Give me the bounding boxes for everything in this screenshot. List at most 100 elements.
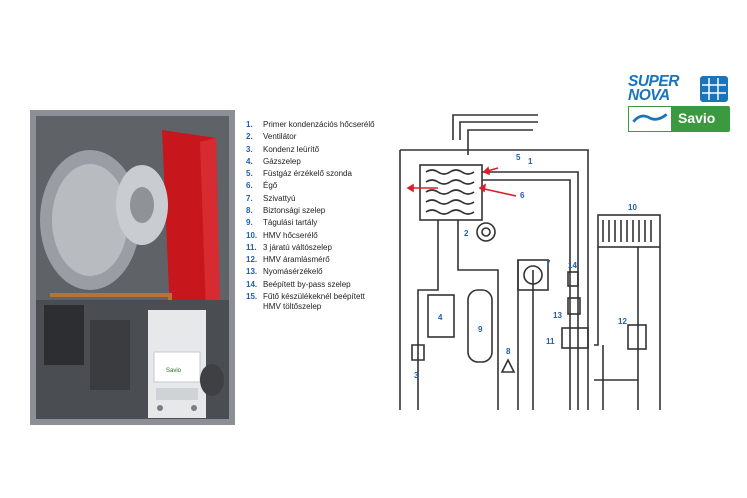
schematic-label-1: 1 [528,157,533,166]
component-legend: 1. Primer kondenzációs hőcserélő 2. Ventilá… [246,120,406,314]
pump-symbol [517,259,549,291]
condensate-pipe [417,220,439,410]
expansion-tank-symbol [467,289,493,363]
legend-number: 1. [246,120,253,129]
schematic-label-14: 14 [568,261,577,270]
legend-item: 8.Biztonsági szelep [246,206,406,216]
legend-label: 3 járatú váltószelep [263,242,332,252]
legend-number: 6. [246,181,253,191]
flow-pipe [482,171,579,410]
schematic-frame [399,149,589,410]
control-display [156,388,198,400]
flue-pipe [452,114,538,140]
control-panel-brand: Savio [166,368,182,374]
logo-nova-text: NOVA [628,87,670,104]
bypass-valve-symbol [567,271,579,287]
legend-label: Primer kondenzációs hőcserélő [263,120,375,129]
flue-pipe [459,121,538,140]
legend-item: 9. Tágulási tartály [246,218,406,228]
legend-number: 14. [246,279,258,289]
schematic-label-11: 11 [546,337,555,346]
legend-number: 15. [246,291,258,301]
legend-item: 7. Szivattyú [246,194,406,204]
coil [425,169,475,175]
schematic-label-2: 2 [464,229,469,238]
gas-valve-symbol [427,294,455,338]
legend-number: 2. [246,132,253,142]
supernova-savio-logo: SUPER NOVA Savio [628,74,730,134]
legend-item: 5. Füstgáz érzékelő szonda [246,169,406,179]
safety-valve-symbol [500,358,516,373]
legend-item: 10.HMV hőcserélő [246,231,406,241]
three-way-valve-symbol [561,327,589,349]
burner-arrow-head [478,183,487,193]
gas-valve-block [44,305,84,365]
pressure-sensor-symbol [567,297,581,315]
hydraulic-schematic: 1 2 3 4 5 6 7 8 9 10 11 12 13 14 [399,114,661,410]
dhw-exchanger-symbol [597,214,661,248]
pump-rotor [523,265,543,285]
flue-pipe [467,129,533,155]
dhw-plates [602,220,652,242]
coil [425,189,475,195]
burner-arrow-left-head [406,183,414,193]
legend-item: 13.Nyomásérzékelő [246,267,406,277]
legend-number: 4. [246,156,253,166]
legend-item: 15. Fűtő készülékeknél beépített HMV tölt… [246,292,406,311]
fan-symbol [476,222,496,242]
coil [425,209,475,215]
dhw-pipes [594,247,661,410]
control-knob [191,405,197,411]
fan-symbol-inner [481,227,491,237]
legend-item: 4. Gázszelep [246,157,406,167]
legend-item: 6.Égő [246,181,406,191]
expansion-tank-highlight [200,138,220,312]
schematic-label-5: 5 [516,153,521,162]
savio-wave-icon [628,106,672,132]
legend-label: Szivattyú [263,193,296,203]
legend-number: 3. [246,144,253,154]
schematic-label-4: 4 [438,313,443,322]
fan-hub [130,187,154,223]
legend-number: 5. [246,169,253,179]
probe-arrow-head [482,166,491,176]
legend-item: 1. Primer kondenzációs hőcserélő [246,120,406,130]
legend-number: 10. [246,230,258,240]
schematic-label-7: 7 [546,259,551,268]
heat-exchanger-face [52,164,128,276]
legend-label: HMV áramlásmérő [263,255,330,265]
legend-label: Fűtő készülékeknél beépített HMV töltősz… [263,291,365,311]
schematic-label-9: 9 [478,325,483,334]
coil [425,199,475,205]
flow-pipe [482,179,571,410]
legend-item: 2. Ventilátor [246,132,406,142]
coil [425,179,475,185]
legend-label: Tágulási tartály [263,218,318,228]
legend-label: Ventilátor [263,132,297,142]
legend-item: 12. HMV áramlásmérő [246,255,406,265]
legend-label: Nyomásérzékelő [263,267,323,277]
heat-exchanger-box [419,164,483,221]
savio-brand-bar: Savio [628,106,730,132]
control-panel-label [153,351,201,383]
legend-label: Gázszelep [263,156,301,166]
burner-arrow [479,187,517,197]
schematic-label-13: 13 [553,311,562,320]
legend-item: 14.Beépített by-pass szelep [246,280,406,290]
pump-block [90,320,130,390]
legend-number: 11. [246,242,257,252]
legend-label: Biztonsági szelep [263,205,326,215]
legend-item: 3.Kondenz leürítő [246,145,406,155]
gas-pipe [457,220,499,410]
legend-number: 9. [246,218,253,228]
legend-number: 12. [246,255,258,265]
pump-motor [200,364,224,396]
condensate-trap-symbol [411,344,425,361]
schematic-label-12: 12 [618,317,627,326]
schematic-label-8: 8 [506,347,511,356]
flow-meter-symbol [627,324,647,350]
legend-label: Füstgáz érzékelő szonda [263,169,352,179]
legend-number: 7. [246,193,253,203]
logo-super-text: SUPER [628,73,679,90]
legend-item: 11. 3 járatú váltószelep [246,243,406,253]
